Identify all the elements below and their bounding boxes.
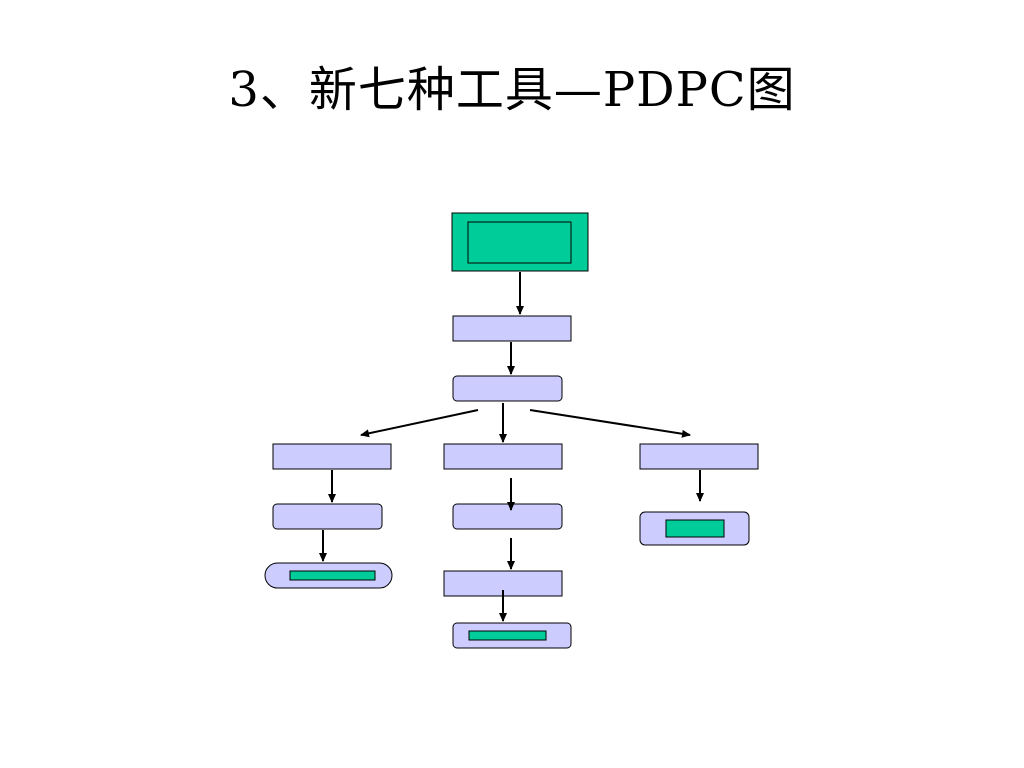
branch-left-terminal [264, 562, 393, 589]
branch-mid-node-1 [443, 443, 563, 470]
branch-left-node-1 [272, 443, 392, 470]
branch-mid-terminal-marker [468, 630, 547, 641]
branch-mid-node-2 [452, 503, 563, 530]
branch-left-node-2 [272, 503, 383, 530]
branch-right-terminal-marker [665, 519, 725, 538]
start-node [451, 212, 589, 272]
step-node-1 [452, 315, 572, 342]
arrow-step2-to-left [360, 409, 479, 438]
arrow-step2-to-right [529, 409, 691, 438]
start-node-inner [467, 221, 572, 264]
branch-right-terminal [639, 511, 750, 546]
branch-mid-terminal [452, 622, 572, 649]
step-node-2 [452, 375, 563, 402]
branch-left-terminal-marker [289, 570, 376, 581]
slide-title: 3、新七种工具—PDPC图 [228, 62, 796, 118]
branch-right-node-1 [639, 443, 759, 470]
